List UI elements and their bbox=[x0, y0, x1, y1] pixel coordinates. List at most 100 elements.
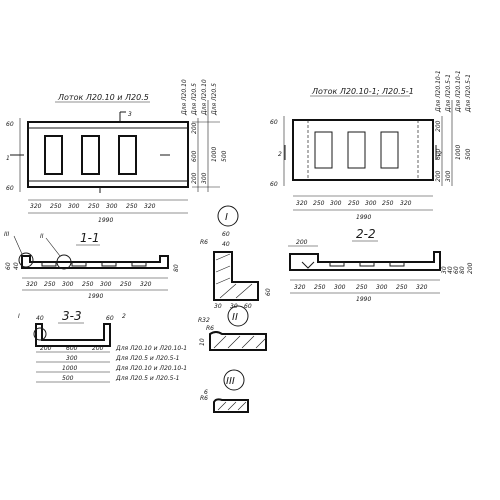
section-2-2-slot-1 bbox=[329, 261, 345, 267]
section-1-1-dim-s3: 80 bbox=[173, 264, 180, 272]
plan-right-outline bbox=[292, 119, 434, 181]
plan-right-opening-2 bbox=[347, 131, 366, 169]
plan-left-dim-r3: 200 bbox=[191, 172, 198, 184]
callout-III-label: III bbox=[4, 231, 10, 238]
plan-right-dim-b5: 300 bbox=[365, 200, 377, 207]
section-2-2-total: 1990 bbox=[356, 296, 371, 303]
detail-III-profile bbox=[213, 398, 249, 413]
section-2-2-dim-b4: 250 bbox=[356, 284, 368, 291]
section-2-2-dim-s3: 60 bbox=[453, 266, 460, 274]
plan-left-dim-b5: 300 bbox=[106, 203, 118, 210]
plan-right-dim-r3: 200 bbox=[435, 170, 442, 182]
section-2-2-hook bbox=[301, 261, 315, 269]
section-1-1-dim-s2: 40 bbox=[13, 262, 20, 270]
section-1-1-dim-s1: 60 bbox=[5, 262, 12, 270]
section-3-3-dim-4: 300 bbox=[66, 355, 78, 362]
plan-right-dim-outer-1: 1000 bbox=[455, 145, 462, 160]
section-2-2-slot-3 bbox=[389, 261, 405, 267]
plan-right-dim-b1: 320 bbox=[296, 200, 308, 207]
plan-left-dim-b3: 300 bbox=[68, 203, 80, 210]
plan-right-opening-3 bbox=[380, 131, 399, 169]
section-3-3-callout-circle bbox=[33, 327, 47, 341]
detail-III-dim-1: R6 bbox=[200, 395, 208, 402]
section-3-3-dim-5: 1000 bbox=[62, 365, 77, 372]
section-3-3-title: 3-3 bbox=[62, 309, 82, 323]
plan-right-dim-b4: 250 bbox=[348, 200, 360, 207]
detail-I-view: I 60 40 R6 60 30 30 60 bbox=[200, 205, 272, 310]
section-2-2-dim-b3: 300 bbox=[334, 284, 346, 291]
detail-II-hatch-4 bbox=[255, 337, 267, 349]
detail-I-dim-3: R6 bbox=[200, 239, 208, 246]
callout-III-circle bbox=[18, 252, 34, 268]
section-2-2-dim-b7: 320 bbox=[416, 284, 428, 291]
plan-right-dim-left-bottom: 60 bbox=[270, 181, 278, 188]
detail-I-dim-7: 60 bbox=[244, 303, 252, 310]
callout-II-leader bbox=[45, 237, 61, 257]
section-2-2-dim-s4: 80 bbox=[459, 266, 466, 274]
plan-right-opening-1 bbox=[314, 131, 333, 169]
section-1-1-dim-b3: 300 bbox=[62, 281, 74, 288]
plan-left-dim-b7: 320 bbox=[144, 203, 156, 210]
plan-left-dim-b6: 250 bbox=[126, 203, 138, 210]
plan-right-dim-r2: 600 bbox=[435, 148, 442, 160]
section-1-1-view: 1-1 III II 60 40 80 320 250 300 250 300 … bbox=[4, 231, 180, 300]
plan-right-note-2: Для Л20.5-1 bbox=[445, 74, 452, 113]
plan-right-dim-b3: 300 bbox=[330, 200, 342, 207]
cut-2-right-label: 2 bbox=[438, 151, 442, 158]
cut-3-label: 3 bbox=[128, 111, 132, 118]
section-2-2-view: 2-2 200 30 40 60 80 200 320 250 300 250 … bbox=[288, 227, 474, 303]
detail-I-circle bbox=[217, 205, 239, 227]
section-1-1-dim-b1: 320 bbox=[26, 281, 38, 288]
section-3-3-note-2: Для Л20.5 и Л20.5-1 bbox=[115, 355, 179, 362]
detail-III-circle bbox=[223, 369, 245, 391]
plan-right-dim-b7: 320 bbox=[400, 200, 412, 207]
cut-2-left-label: 2 bbox=[278, 151, 282, 158]
plan-right-dim-outer-2: 500 bbox=[465, 148, 472, 160]
section-2-2-dim-top: 200 bbox=[296, 239, 308, 246]
detail-II-hatch-2 bbox=[227, 335, 241, 349]
opening-3 bbox=[118, 135, 137, 175]
plan-right-note-1: Для Л20.10-1 bbox=[435, 70, 442, 113]
section-1-1-dim-b6: 250 bbox=[120, 281, 132, 288]
callout-II-circle bbox=[56, 254, 72, 270]
detail-I-hatch-2 bbox=[215, 265, 231, 273]
section-2-2-title: 2-2 bbox=[356, 227, 376, 241]
section-3-3-note-4: Для Л20.5 и Л20.5-1 bbox=[115, 375, 179, 382]
section-2-2-dim-s2: 40 bbox=[447, 266, 454, 274]
plan-left-dim-r1: 200 bbox=[191, 122, 198, 134]
plan-right-dim-b2: 250 bbox=[313, 200, 325, 207]
section-1-1-slot-3 bbox=[101, 261, 117, 267]
detail-II-hatch-3 bbox=[241, 335, 255, 349]
section-1-1-slot-1 bbox=[41, 261, 57, 267]
detail-II-dim-3: 10 bbox=[199, 338, 206, 346]
detail-III-hatch-2 bbox=[227, 401, 237, 411]
opening-2 bbox=[81, 135, 100, 175]
plan-left-note-3: Для Л20.10 bbox=[201, 79, 208, 116]
plan-left-note-4: Для Л20.5 bbox=[211, 83, 218, 116]
detail-II-circle bbox=[227, 305, 249, 327]
section-2-2-dim-s5: 200 bbox=[467, 262, 474, 274]
detail-I-label: I bbox=[225, 212, 228, 223]
detail-III-hatch-3 bbox=[237, 401, 247, 411]
section-1-1-profile bbox=[21, 255, 169, 269]
section-3-3-callout-I: I bbox=[18, 313, 20, 320]
plan-left-view: Лоток Л20.10 и Л20.5 3 1 60 60 200 600 2… bbox=[6, 79, 228, 224]
opening-1 bbox=[44, 135, 63, 175]
plan-right-dim-left-top: 60 bbox=[270, 119, 278, 126]
plan-left-dim-outer-2: 500 bbox=[221, 150, 228, 162]
callout-II-label: II bbox=[40, 233, 44, 240]
detail-I-dim-5: 30 bbox=[214, 303, 222, 310]
section-1-1-total: 1990 bbox=[88, 293, 103, 300]
detail-I-profile bbox=[213, 251, 259, 301]
section-2-2-dim-b5: 300 bbox=[376, 284, 388, 291]
section-3-3-view: 3-3 I 2 40 60 200 600 200 300 1000 500 Д… bbox=[18, 309, 187, 383]
section-1-1-slot-4 bbox=[131, 261, 147, 267]
detail-II-dim-1: R32 bbox=[198, 317, 210, 324]
plan-left-dim-b2: 250 bbox=[50, 203, 62, 210]
section-2-2-dim-b2: 250 bbox=[314, 284, 326, 291]
section-1-1-dim-b4: 250 bbox=[82, 281, 94, 288]
section-2-2-dim-s1: 30 bbox=[441, 266, 448, 274]
detail-II-hatch-1 bbox=[213, 335, 227, 349]
plan-right-total: 1990 bbox=[356, 214, 371, 221]
